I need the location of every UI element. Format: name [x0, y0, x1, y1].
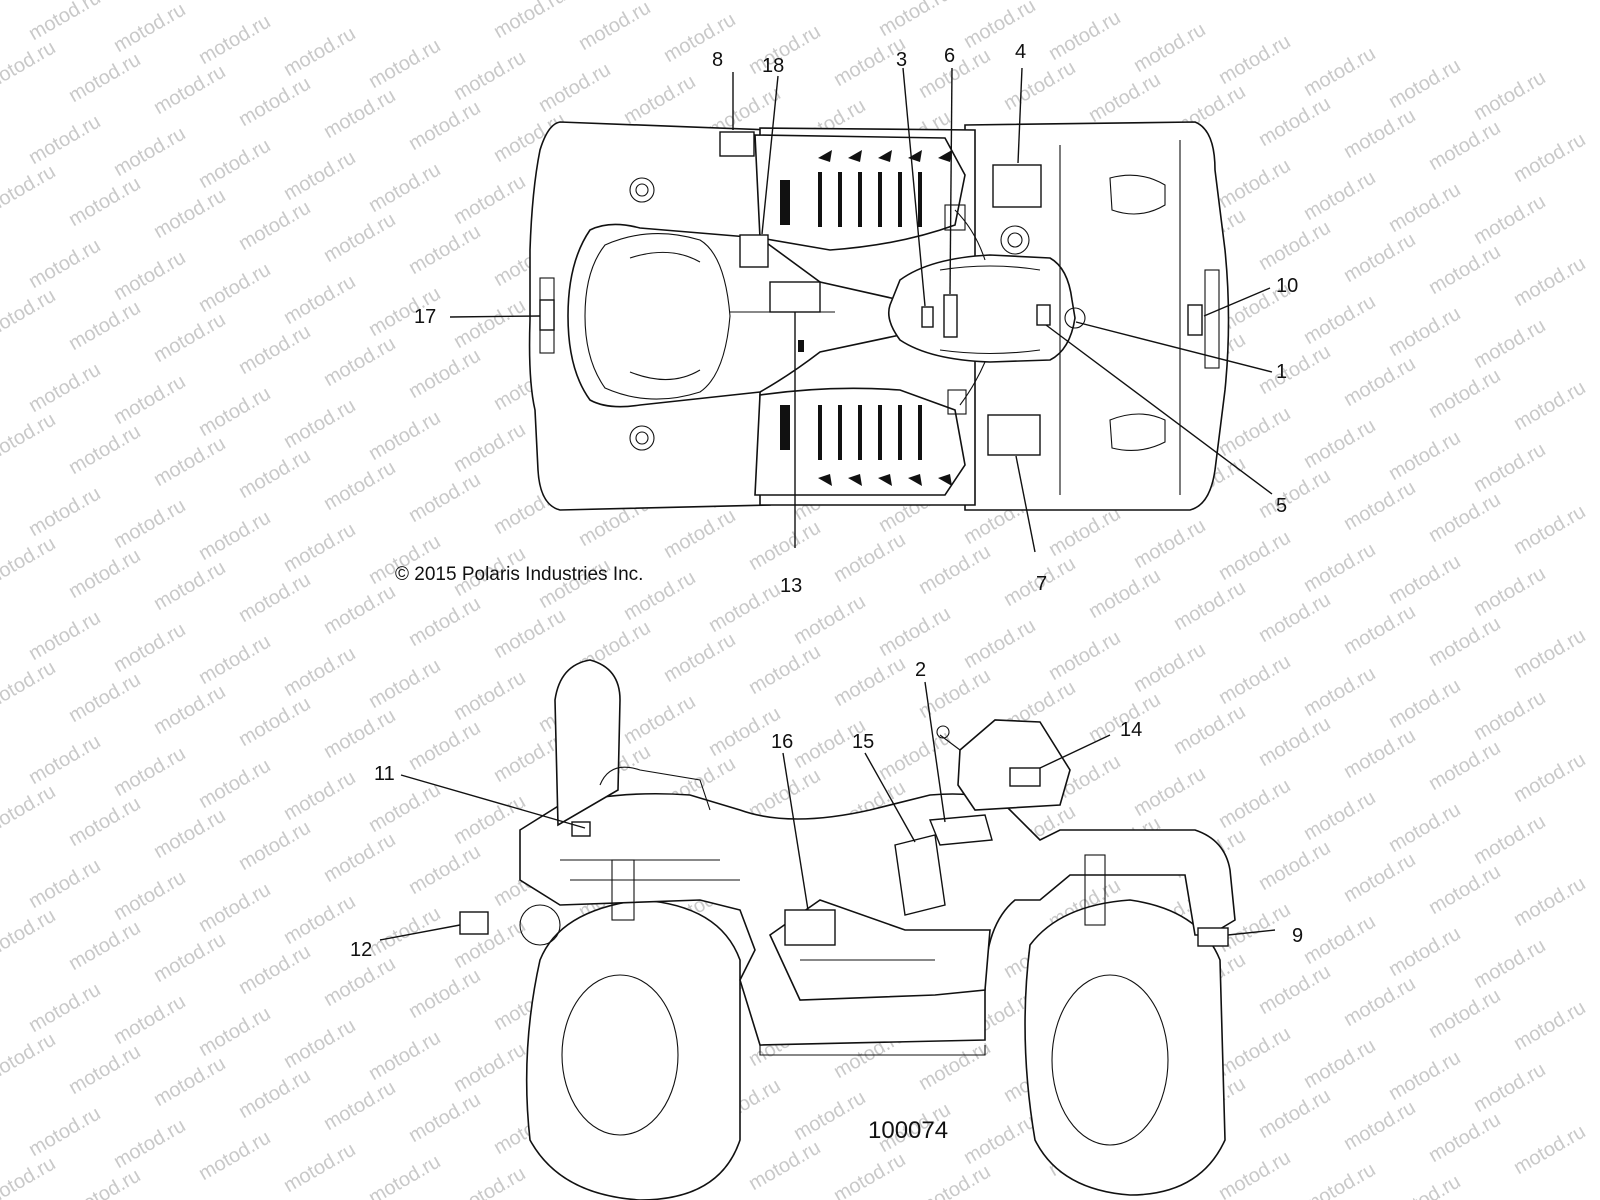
callout-4: 4 — [1015, 41, 1026, 63]
decal-4 — [992, 164, 1042, 208]
figure-number: 100074 — [868, 1117, 948, 1144]
callout-15: 15 — [852, 731, 874, 753]
callout-12: 12 — [350, 939, 372, 961]
decal-3 — [921, 306, 934, 328]
callout-16: 16 — [771, 731, 793, 753]
callout-13: 13 — [780, 575, 802, 597]
callout-18: 18 — [762, 55, 784, 77]
callout-5: 5 — [1276, 495, 1287, 517]
callout-8: 8 — [712, 49, 723, 71]
decal-7 — [987, 414, 1041, 456]
copyright-text: © 2015 Polaris Industries Inc. — [395, 564, 643, 585]
decal-2 — [929, 814, 993, 846]
decal-18 — [739, 234, 769, 268]
decal-11 — [571, 821, 591, 837]
callout-11: 11 — [374, 763, 395, 785]
callout-17: 17 — [414, 306, 436, 328]
decal-16 — [784, 909, 836, 946]
decal-12 — [459, 911, 489, 935]
decal-8 — [719, 131, 755, 157]
decal-17 — [539, 299, 555, 331]
atv-top-view — [449, 67, 1273, 553]
decal-9 — [1197, 927, 1229, 947]
callout-2: 2 — [915, 659, 926, 681]
decal-13 — [769, 281, 821, 313]
decal-15 — [894, 834, 946, 916]
decal-14 — [1009, 767, 1041, 787]
callout-14: 14 — [1120, 719, 1142, 741]
callout-6: 6 — [944, 45, 955, 67]
callout-1: 1 — [1276, 361, 1287, 383]
callout-7: 7 — [1036, 573, 1047, 595]
callout-3: 3 — [896, 49, 907, 71]
atv-side-view — [379, 659, 1276, 1200]
decal-6 — [943, 294, 958, 338]
callout-10: 10 — [1276, 275, 1298, 297]
decal-5 — [1036, 304, 1051, 326]
decal-10 — [1187, 304, 1203, 336]
callout-9: 9 — [1292, 925, 1303, 947]
